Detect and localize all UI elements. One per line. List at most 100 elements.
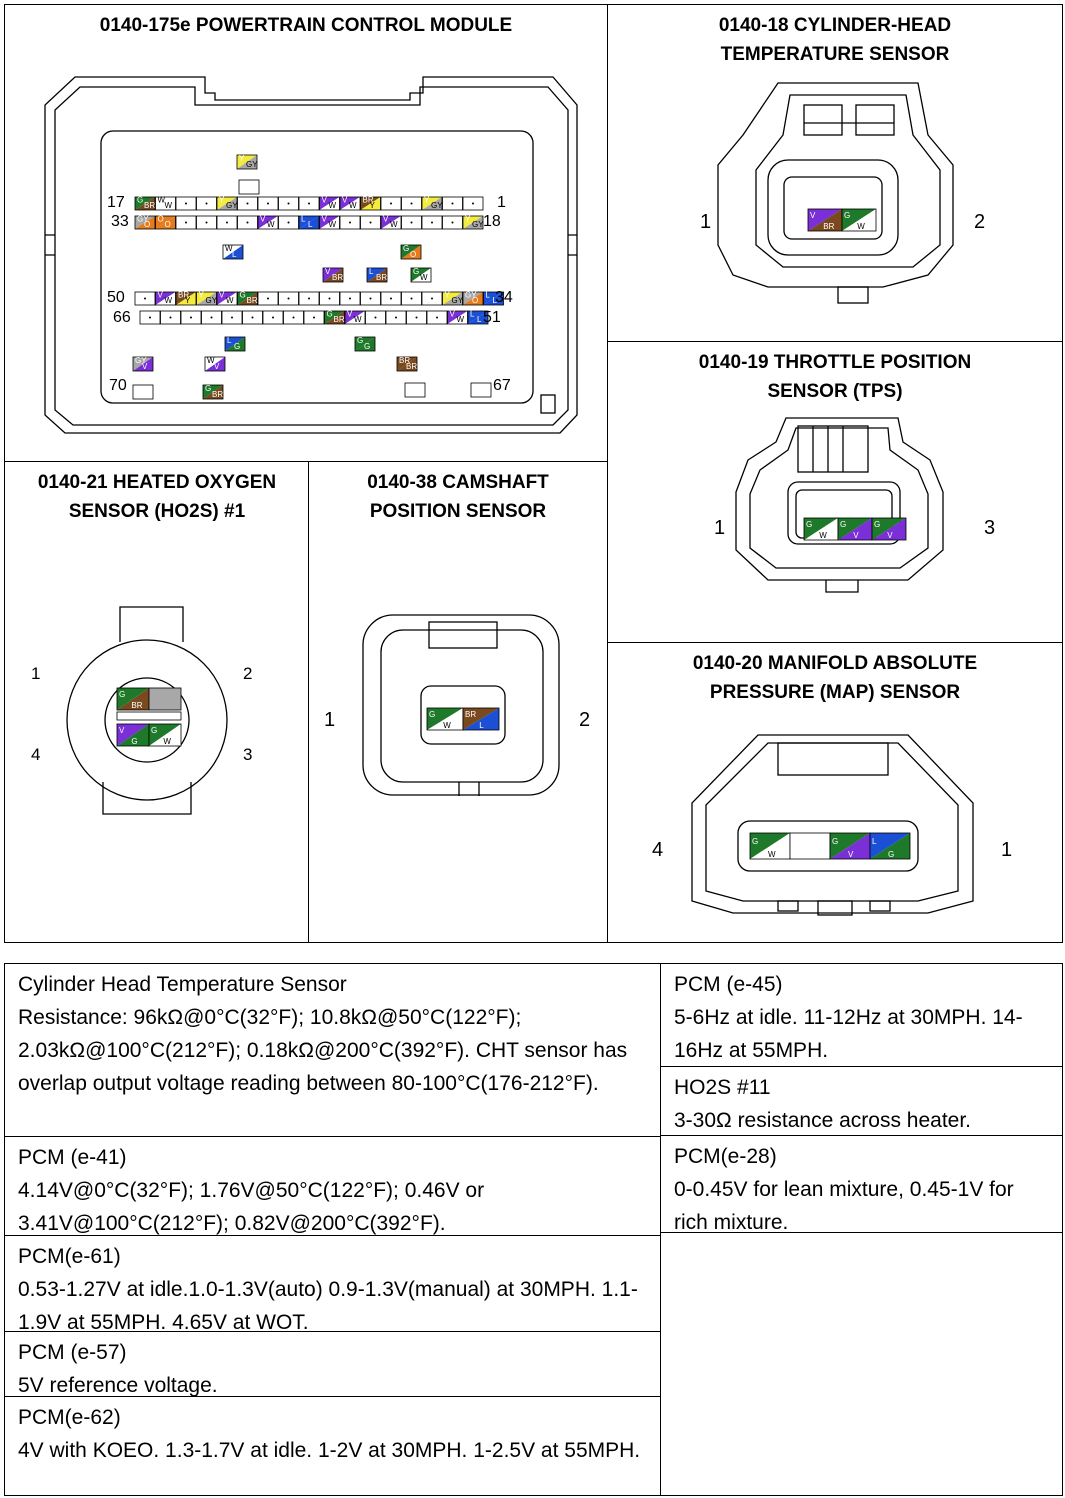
pcm-cavity-dot — [251, 316, 254, 319]
tps-connector-panel: 0140-19 THROTTLE POSITION SENSOR (TPS) G… — [607, 341, 1063, 643]
svg-text:BR: BR — [247, 296, 258, 305]
svg-text:V: V — [260, 214, 266, 223]
svg-text:W: W — [165, 201, 173, 210]
svg-text:W: W — [420, 273, 428, 282]
pcm-empty-callout — [238, 179, 260, 195]
pcm-cavity-dot — [308, 297, 310, 300]
pcm-cavity-dot — [287, 297, 290, 300]
svg-text:L: L — [470, 309, 475, 318]
svg-text:BR: BR — [178, 290, 189, 299]
svg-text:G: G — [888, 850, 894, 859]
pcm-cavity-dot — [267, 202, 269, 205]
pcm-wire-cavity: VW — [344, 309, 366, 325]
map-empty-cavity — [789, 832, 831, 860]
pcm-cavity-dot — [472, 202, 474, 205]
cht-wire-cavity: VBR — [807, 208, 843, 232]
svg-text:O: O — [158, 214, 164, 223]
svg-text:V: V — [322, 214, 328, 223]
svg-text:W: W — [329, 201, 337, 210]
pcm-cavity-dot — [169, 316, 172, 319]
svg-text:W: W — [163, 737, 171, 746]
svg-text:L: L — [479, 721, 484, 730]
svg-text:W: W — [165, 296, 173, 305]
svg-text:O: O — [472, 296, 478, 305]
pcm-cavity-dot — [272, 316, 274, 319]
pcm-connector-title: 0140-175e POWERTRAIN CONTROL MODULE — [99, 15, 513, 36]
svg-text:L: L — [232, 250, 237, 259]
svg-text:G: G — [240, 290, 246, 299]
spec-text: 5-6Hz at idle. 11-12Hz at 30MPH. 14-16Hz… — [674, 1006, 1023, 1062]
pcm-pin-51-label: 51 — [483, 309, 501, 326]
map-connector-title: 0140-20 MANIFOLD ABSOLUTE PRESSURE (MAP)… — [608, 649, 1062, 707]
svg-text:W: W — [267, 220, 275, 229]
svg-text:Y: Y — [219, 195, 225, 204]
cmp-wire-cavity: BRL — [462, 707, 500, 731]
spec-label: HO2S #11 — [674, 1076, 771, 1099]
svg-text:G: G — [840, 520, 846, 529]
svg-text:BR: BR — [376, 273, 387, 282]
pcm-cavity-dot — [205, 221, 208, 224]
pcm-pin-34-label: 34 — [495, 289, 513, 306]
svg-text:G: G — [205, 384, 211, 393]
pcm-pin-1-label: 1 — [497, 194, 506, 211]
spec-cell-cht: Cylinder Head Temperature Sensor Resista… — [5, 964, 660, 1137]
svg-text:GY: GY — [431, 201, 443, 210]
svg-text:BR: BR — [144, 201, 155, 210]
pcm-wire-cavity: GYO — [134, 214, 156, 230]
tps-wire-cavity: GV — [837, 517, 873, 541]
spec-cell-pcm-e45: PCM (e-45) 5-6Hz at idle. 11-12Hz at 30M… — [661, 964, 1062, 1067]
pcm-empty-callout — [132, 384, 154, 400]
pcm-cavity-dot — [451, 221, 454, 224]
pcm-cavity-dot — [436, 316, 438, 319]
pcm-wire-cavity: YGY — [421, 195, 443, 211]
svg-text:Y: Y — [185, 296, 191, 305]
pcm-callout-cavity: WV — [204, 356, 226, 372]
pcm-wire-cavity: VW — [380, 214, 402, 230]
spec-label: PCM(e-62) — [18, 1406, 121, 1429]
ho2s-wire-cavity: VG — [116, 723, 150, 747]
pcm-pin-70-label: 70 — [109, 377, 127, 394]
pcm-cavity-dot — [349, 297, 351, 300]
svg-text:G: G — [364, 342, 370, 351]
cht-title-line-2: TEMPERATURE SENSOR — [720, 44, 950, 65]
tps-pin-1-label: 1 — [714, 517, 726, 539]
svg-text:Y: Y — [445, 290, 451, 299]
ho2s-wire-cavity: GW — [148, 723, 182, 747]
svg-text:W: W — [158, 195, 166, 204]
pcm-callout-cavity: GW — [410, 267, 432, 283]
svg-text:G: G — [357, 336, 363, 345]
pcm-wire-cavity: YGY — [462, 214, 484, 230]
pcm-callout-cavity: VBR — [322, 267, 344, 283]
pcm-callout-cavity: LG — [224, 336, 246, 352]
pcm-callout-cavity: GO — [400, 244, 422, 260]
pcm-callout-cavity: LBR — [366, 267, 388, 283]
spec-text: 4V with KOEO. 1.3-1.7V at idle. 1-2V at … — [18, 1439, 641, 1462]
svg-text:Y: Y — [465, 214, 471, 223]
pcm-cavity-dot — [149, 316, 151, 319]
pcm-cavity-dot — [451, 202, 454, 205]
cmp-connector-title: 0140-38 CAMSHAFT POSITION SENSOR — [309, 468, 607, 526]
svg-text:BR: BR — [363, 195, 374, 204]
spec-label: PCM (e-41) — [18, 1146, 127, 1169]
pcm-wire-cavity: VW — [447, 309, 468, 325]
svg-text:V: V — [142, 362, 148, 371]
pcm-wire-cavity: BRY — [175, 290, 197, 306]
map-title-line-2: PRESSURE (MAP) SENSOR — [709, 682, 961, 703]
spec-text: 3-30Ω resistance across heater. — [674, 1109, 972, 1132]
pcm-empty-callout — [470, 382, 492, 398]
svg-text:V: V — [158, 290, 164, 299]
svg-text:BR: BR — [332, 273, 343, 282]
svg-text:G: G — [844, 211, 850, 220]
pcm-wire-cavity: LL — [483, 290, 504, 306]
pcm-cavity-dot — [246, 221, 249, 224]
cht-connector-title: 0140-18 CYLINDER-HEAD TEMPERATURE SENSOR — [608, 11, 1062, 69]
svg-text:GY: GY — [135, 356, 147, 365]
cmp-pin-2-label: 2 — [579, 709, 591, 731]
pcm-wire-cavity: WW — [155, 195, 176, 211]
spec-cell-pcm-e28: PCM(e-28) 0-0.45V for lean mixture, 0.45… — [661, 1136, 1062, 1234]
tps-wire-cavity: GV — [871, 517, 907, 541]
pcm-wire-cavity: VW — [319, 214, 340, 230]
